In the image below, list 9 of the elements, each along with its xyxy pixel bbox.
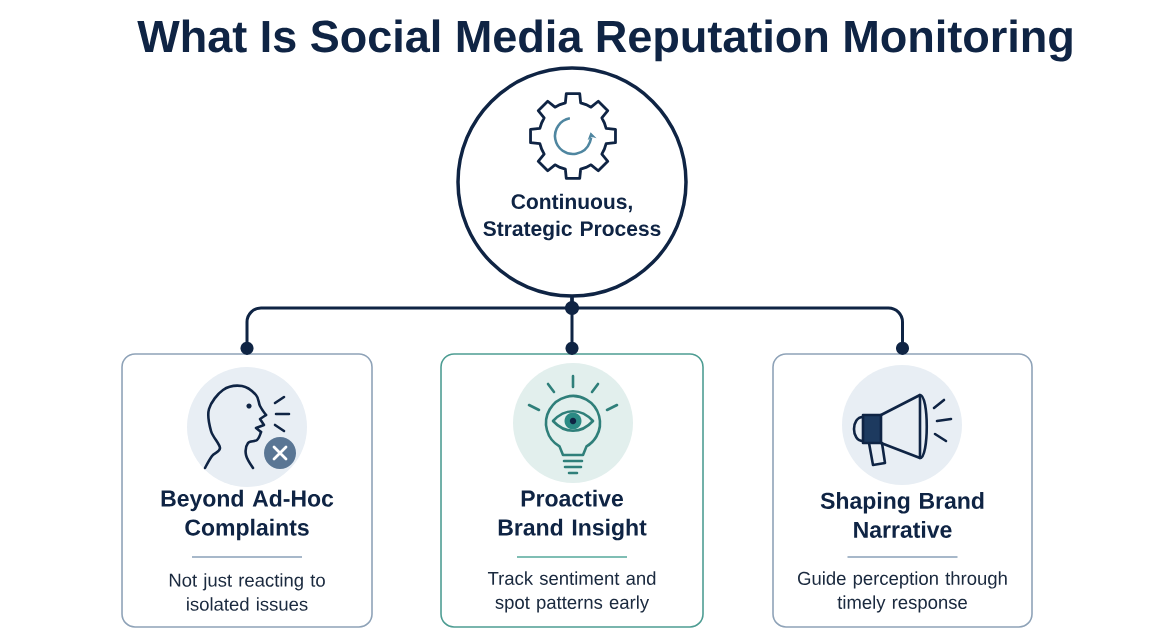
card-description: Track sentiment and spot patterns early: [487, 571, 656, 613]
card-description: Not just reacting to isolated issues: [169, 573, 325, 611]
card-heading: Shaping Brand Narrative: [820, 492, 984, 538]
title: What Is Social Media Reputation Monitoring: [137, 19, 1072, 62]
card-heading: Proactive Brand Insight: [498, 489, 647, 541]
card-heading: Beyond Ad-Hoc Complaints: [161, 489, 334, 541]
circle-label: Continuous, Strategic Process: [483, 193, 661, 241]
connector: [570, 296, 904, 355]
card-description: Guide perception through timely response: [798, 571, 1007, 613]
